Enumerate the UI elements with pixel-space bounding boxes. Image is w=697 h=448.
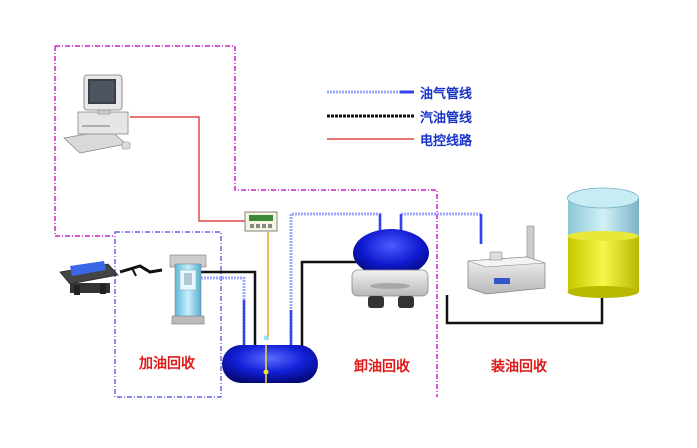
zone-label-unload: 卸油回收 [354, 359, 410, 375]
storage-tank-icon [567, 187, 639, 298]
gasoline-pipes [200, 260, 604, 348]
dispenser-nozzle-icon [59, 261, 163, 295]
computer-icon [63, 74, 131, 154]
computer-to-controller-wire [130, 116, 245, 222]
legend-label-vapor: 油气管线 [420, 87, 473, 102]
gasoline-pipe-recovery-to-storage [445, 290, 604, 325]
zone-label-load: 装油回收 [491, 359, 547, 375]
underground-tank-icon [222, 335, 318, 383]
control-wires [130, 116, 245, 222]
legend-label-gasoline: 汽油管线 [420, 111, 473, 126]
recovery-unit-icon [467, 225, 546, 295]
vapor-pipe-tank-to-truck [289, 212, 382, 348]
gasoline-pipe-dispenser [200, 270, 257, 345]
vapor-pipes [198, 212, 483, 350]
control-zone-border [55, 45, 438, 397]
computer-zone-border [54, 46, 115, 237]
zone-label-refuel: 加油回收 [139, 356, 195, 372]
controller-box-icon [244, 211, 278, 232]
refuel-zone-border [114, 231, 222, 398]
gasoline-pipe-truck-to-tank [300, 260, 362, 348]
legend-label-control: 电控线路 [420, 134, 473, 149]
tanker-truck-icon [351, 229, 429, 308]
fuel-dispenser-icon [169, 254, 207, 325]
legend [327, 90, 414, 140]
zone-borders [54, 45, 438, 398]
